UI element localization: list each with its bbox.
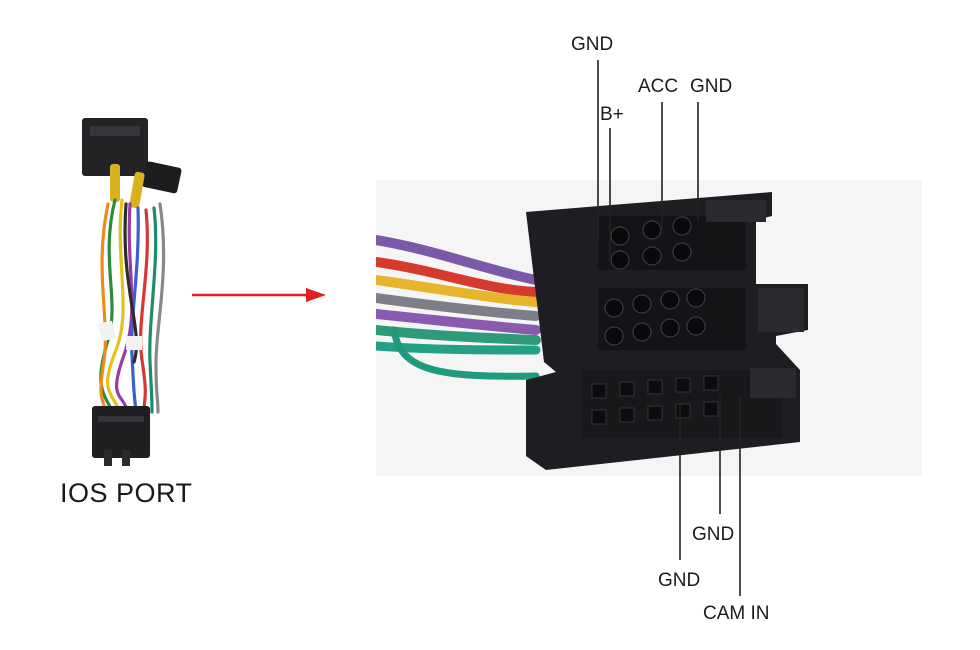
harness-side-connector <box>141 161 182 194</box>
rca-plug-right <box>129 171 145 209</box>
connector-pins <box>604 216 706 346</box>
iso-connector-illustration <box>376 192 808 470</box>
harness-illustration <box>82 118 182 466</box>
label-gnd-right: GND <box>690 76 733 97</box>
label-gnd-bottom-mid: GND <box>692 524 735 545</box>
label-gnd-top: GND <box>571 34 614 55</box>
rca-plug-left <box>110 164 120 202</box>
label-cam-in: CAM IN <box>703 603 770 624</box>
ios-port-caption: IOS PORT <box>60 478 193 508</box>
label-b-plus: B+ <box>600 104 624 125</box>
harness-wire-bundle <box>99 198 166 414</box>
label-acc: ACC <box>638 76 679 97</box>
label-gnd-bottom-left: GND <box>658 570 701 591</box>
harness-bottom-connector <box>92 406 150 458</box>
connector-wires <box>376 235 541 380</box>
direction-arrow <box>192 288 326 302</box>
